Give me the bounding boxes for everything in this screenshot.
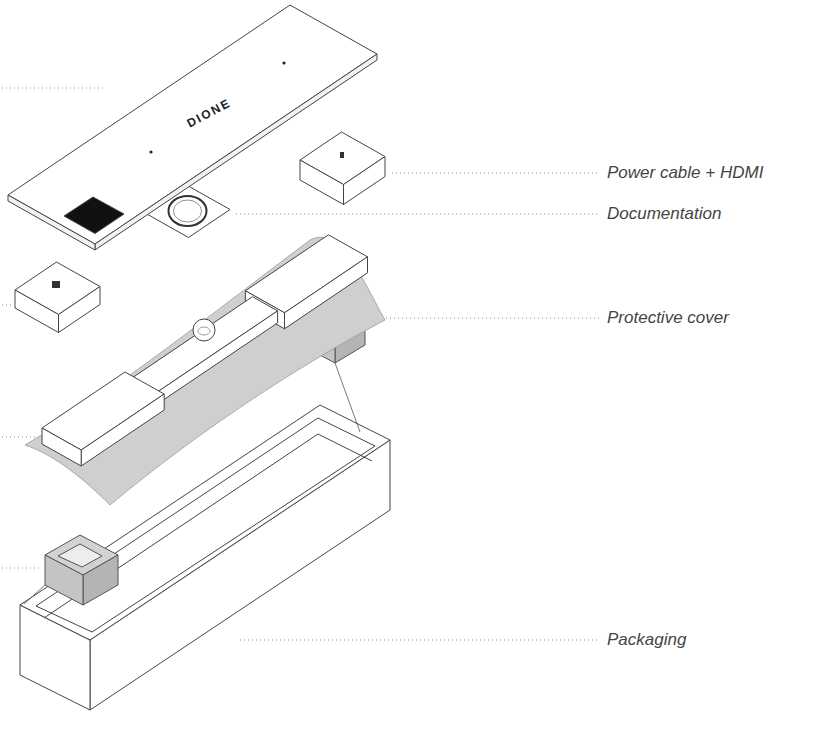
accessory-box (15, 262, 100, 333)
foam-corner (45, 535, 118, 605)
cable-box (300, 132, 385, 205)
part-label: Protective cover (607, 308, 729, 328)
part-label: Power cable + HDMI (607, 163, 763, 183)
packaging-tray (20, 405, 390, 710)
product-bar (42, 235, 368, 466)
box-lid (8, 5, 377, 250)
part-label: Packaging (607, 630, 686, 650)
part-label: Documentation (607, 204, 721, 224)
